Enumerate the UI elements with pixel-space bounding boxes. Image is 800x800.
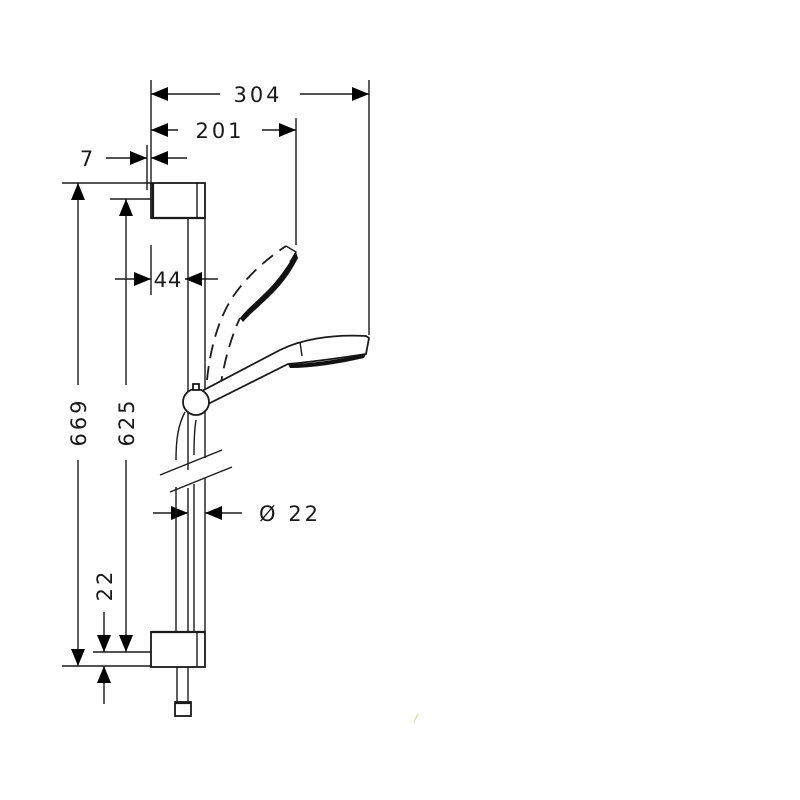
artifact-mark xyxy=(413,713,419,723)
dimension-22-bottom: 22 xyxy=(93,569,117,704)
dim-label-669: 669 xyxy=(67,397,91,446)
dim-label-44: 44 xyxy=(154,268,183,292)
hose-connector xyxy=(174,667,192,717)
dim-label-diameter: Ø 22 xyxy=(259,502,321,526)
bottom-wall-bracket xyxy=(150,630,206,668)
dimension-304: 304 xyxy=(150,80,370,335)
dimension-625: 625 xyxy=(93,198,155,653)
dimension-44: 44 xyxy=(115,245,218,295)
dimension-diameter: Ø 22 xyxy=(153,502,321,526)
shower-hose xyxy=(175,411,197,632)
dim-label-304: 304 xyxy=(233,83,282,107)
dim-label-7: 7 xyxy=(80,147,96,171)
slider-holder xyxy=(182,383,210,416)
dim-label-22: 22 xyxy=(93,569,117,602)
slide-rail xyxy=(159,218,233,632)
top-wall-bracket xyxy=(150,182,206,220)
dimension-669: 669 xyxy=(62,182,155,667)
dim-label-201: 201 xyxy=(195,119,244,143)
hand-shower-angled xyxy=(198,334,370,406)
dim-label-625: 625 xyxy=(115,397,139,446)
dimension-201: 201 xyxy=(151,118,297,245)
